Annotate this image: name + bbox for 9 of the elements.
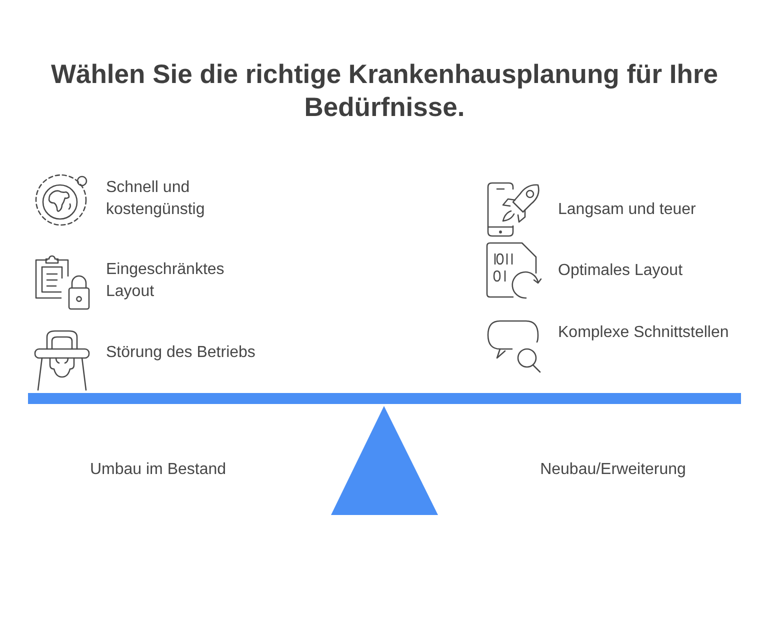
option-text: Langsam und teuer bbox=[558, 200, 697, 220]
option-text: Optimales Layout bbox=[558, 261, 684, 281]
option-text: Eingeschränktes Layout bbox=[106, 260, 226, 302]
option-text: Störung des Betriebs bbox=[106, 343, 256, 363]
option-text: Schnell und kostengünstig bbox=[106, 178, 206, 220]
side-label: Umbau im Bestand bbox=[88, 460, 228, 480]
option-text: Komplexe Schnittstellen bbox=[558, 323, 730, 343]
title: Wählen Sie die richtige Krankenhausplanung für Ihre Bedürfnisse. bbox=[50, 58, 720, 124]
side-label: Neubau/Erweiterung bbox=[539, 460, 687, 480]
